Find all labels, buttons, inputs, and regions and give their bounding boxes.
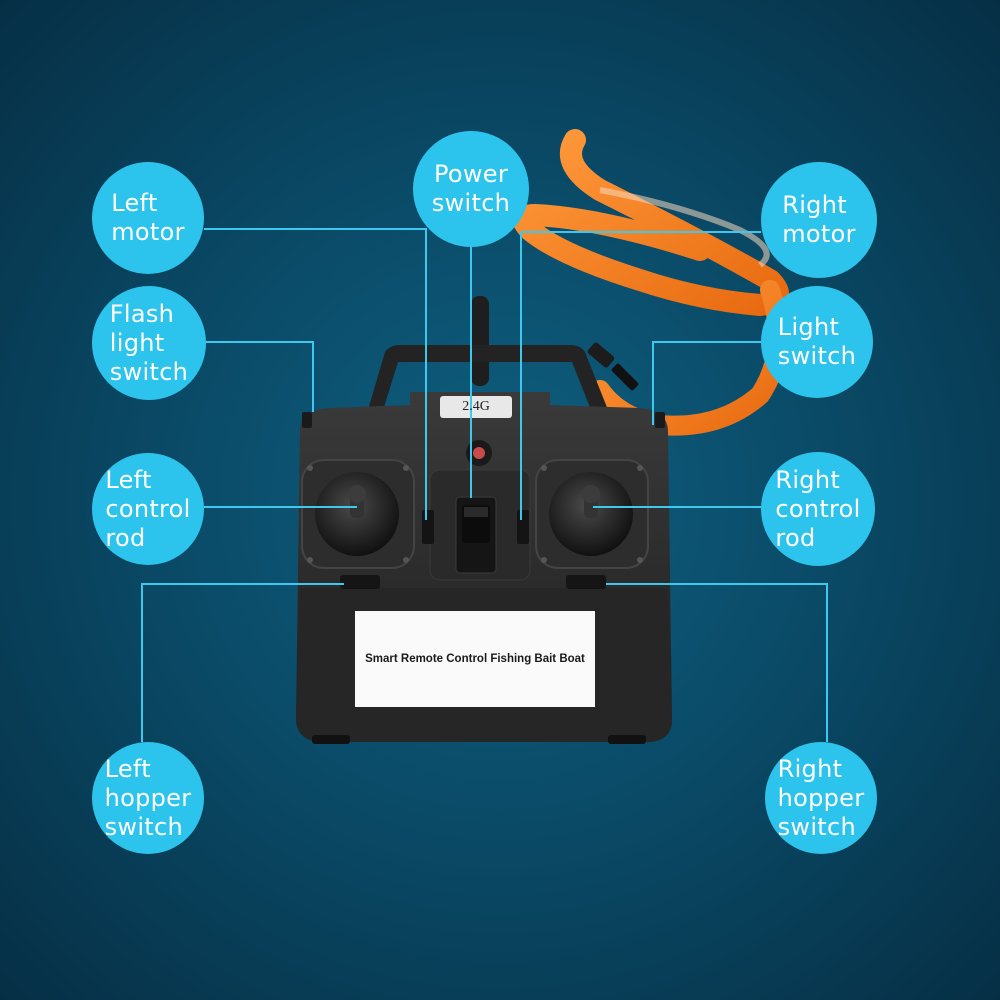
callout-right-control-rod: Right control rod bbox=[761, 452, 875, 566]
callout-left-control-rod-text: Left control rod bbox=[105, 465, 191, 552]
callout-right-motor: Right motor bbox=[761, 162, 877, 278]
right-hopper-switch[interactable] bbox=[566, 575, 606, 589]
carry-handle bbox=[365, 345, 612, 420]
callout-right-hopper-switch-text: Right hopper switch bbox=[777, 754, 865, 841]
callout-left-motor-text: Left motor bbox=[111, 189, 185, 246]
product-label-plate bbox=[355, 611, 595, 707]
callout-left-control-rod: Left control rod bbox=[92, 453, 204, 565]
right-motor-trim[interactable] bbox=[517, 510, 529, 544]
band-label-plate bbox=[440, 396, 512, 418]
callout-right-motor-text: Right motor bbox=[782, 191, 856, 248]
lanyard bbox=[512, 129, 789, 436]
callout-light-switch-text: Light switch bbox=[777, 313, 857, 370]
callout-power-switch: Power switch bbox=[413, 131, 529, 247]
leader-lines bbox=[141, 228, 828, 742]
power-switch[interactable] bbox=[455, 496, 497, 574]
callout-left-motor: Left motor bbox=[92, 162, 204, 274]
callout-power-switch-text: Power switch bbox=[431, 160, 511, 217]
left-motor-trim[interactable] bbox=[422, 510, 434, 544]
callout-flash-light-switch: Flash light switch bbox=[92, 286, 206, 400]
callout-flash-light-switch-text: Flash light switch bbox=[109, 299, 189, 386]
callout-left-hopper-switch: Left hopper switch bbox=[92, 742, 204, 854]
band-label: 2.4G bbox=[462, 399, 490, 414]
right-control-rod[interactable] bbox=[535, 459, 649, 569]
antenna bbox=[471, 296, 489, 386]
callout-right-hopper-switch: Right hopper switch bbox=[765, 742, 877, 854]
callout-left-hopper-switch-text: Left hopper switch bbox=[104, 754, 192, 841]
light-switch-knob[interactable] bbox=[655, 412, 665, 428]
left-hopper-switch[interactable] bbox=[340, 575, 380, 589]
flash-light-switch-knob[interactable] bbox=[302, 412, 312, 428]
left-control-rod[interactable] bbox=[301, 459, 415, 569]
callout-right-control-rod-text: Right control rod bbox=[775, 465, 861, 552]
product-label: Smart Remote Control Fishing Bait Boat bbox=[365, 653, 585, 665]
callout-light-switch: Light switch bbox=[761, 286, 873, 398]
